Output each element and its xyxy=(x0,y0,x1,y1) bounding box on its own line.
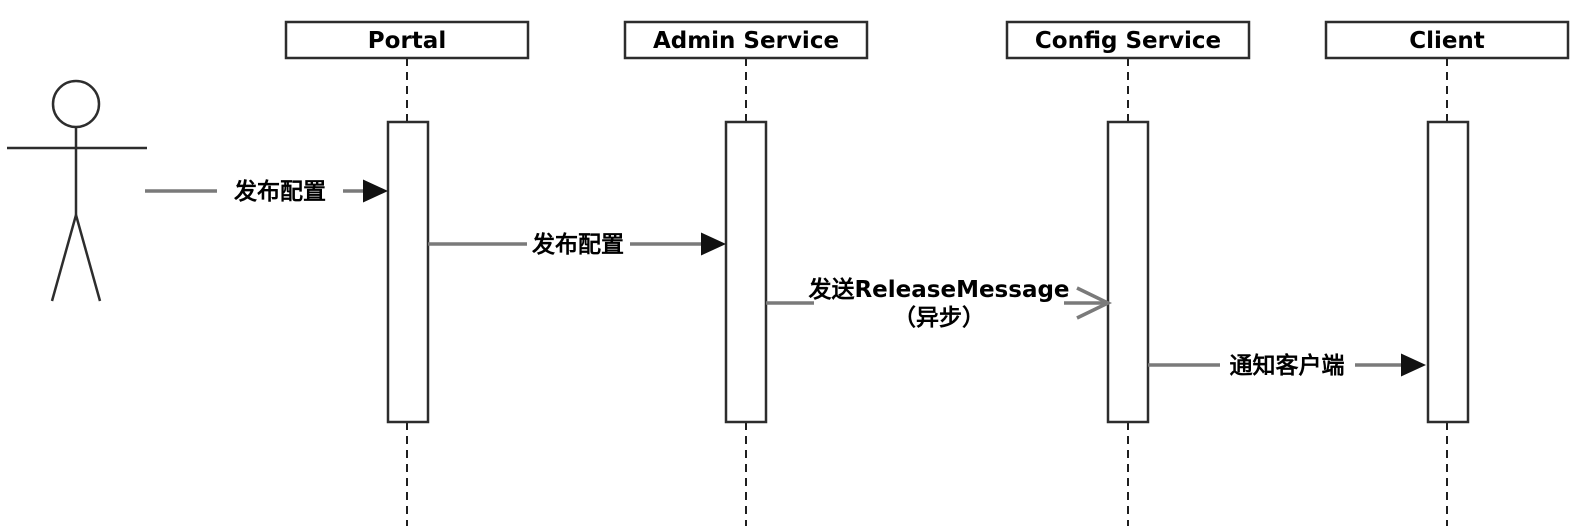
lifeline-client: Client xyxy=(1324,20,1570,526)
activation-bar xyxy=(386,120,430,424)
lifeline-config-service: Config Service xyxy=(1005,20,1251,526)
activation-bar xyxy=(724,120,768,424)
message-notify-client: 通知客户端 xyxy=(1148,352,1426,379)
solid-arrowhead-icon xyxy=(363,179,388,203)
message-publish-config-to-portal: 发布配置 xyxy=(145,178,388,205)
lifeline-portal: Portal xyxy=(284,20,530,526)
message-label-line1: 发送ReleaseMessage xyxy=(807,276,1069,303)
lifeline-header-box xyxy=(1005,20,1251,60)
activation-bar xyxy=(1106,120,1150,424)
message-label: 发布配置 xyxy=(531,231,624,258)
message-label: 通知客户端 xyxy=(1230,352,1345,379)
message-send-release-message: 发送ReleaseMessage （异步） xyxy=(766,276,1113,331)
actor-left-leg xyxy=(50,214,78,302)
activation-bar xyxy=(1426,120,1470,424)
actor-head xyxy=(51,79,101,129)
lifeline-label: Config Service xyxy=(1035,28,1221,54)
lifeline-header-box xyxy=(284,20,530,60)
actor-right-leg xyxy=(74,214,102,302)
solid-arrowhead-icon xyxy=(701,232,726,256)
message-label-line2: （异步） xyxy=(893,304,985,331)
lifeline-admin-service: Admin Service xyxy=(623,20,869,526)
message-publish-config-to-admin: 发布配置 xyxy=(428,231,726,258)
lifeline-label: Client xyxy=(1409,28,1485,54)
solid-arrowhead-icon xyxy=(1401,353,1426,377)
actor-icon xyxy=(7,79,147,302)
lifeline-header-box xyxy=(1324,20,1570,60)
open-arrowhead-icon xyxy=(1076,286,1113,320)
message-label: 发布配置 xyxy=(233,178,326,205)
lifeline-label: Portal xyxy=(368,28,446,54)
lifeline-label: Admin Service xyxy=(653,28,839,54)
lifeline-header-box xyxy=(623,20,869,60)
